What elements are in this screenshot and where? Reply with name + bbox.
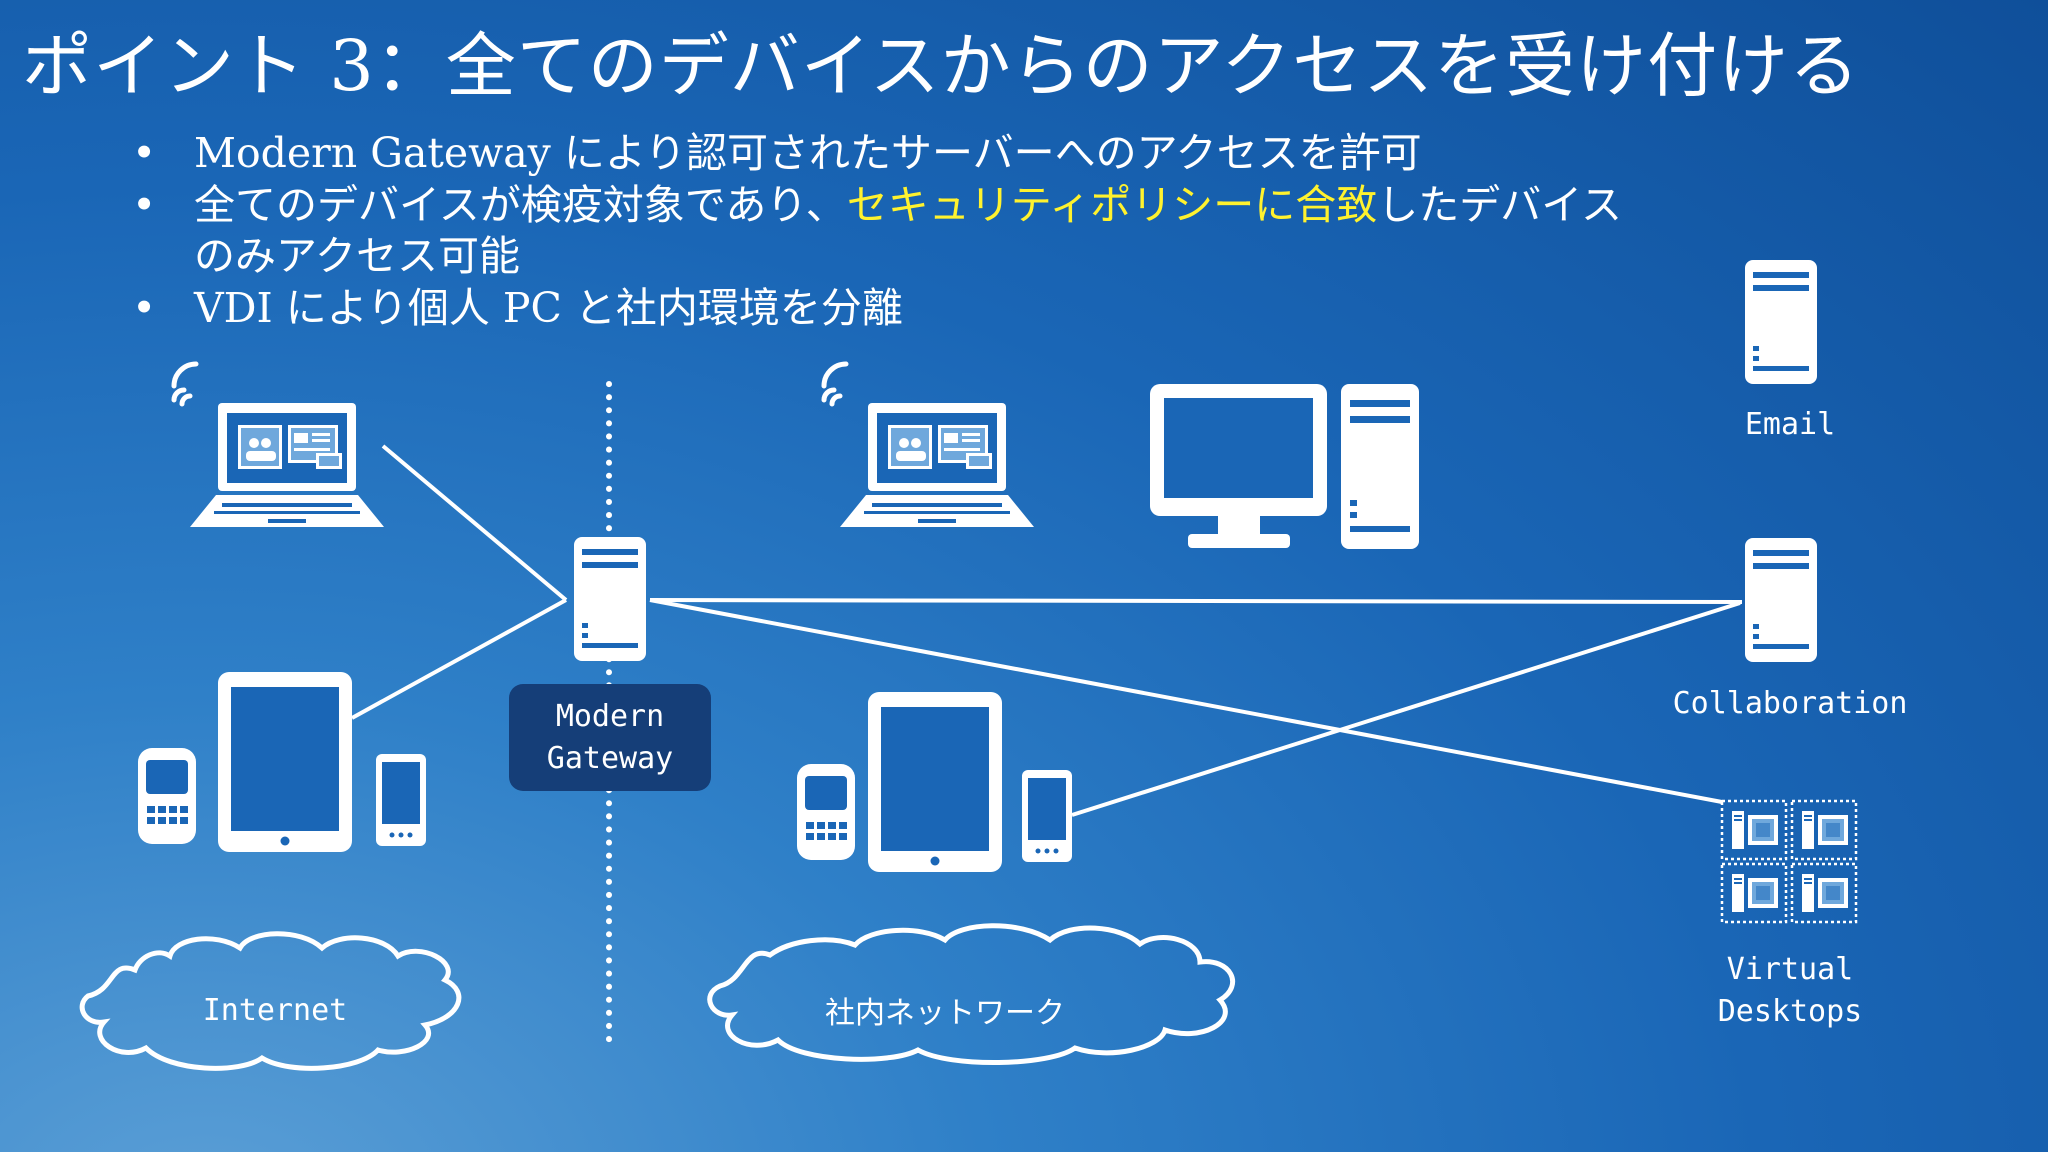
bullet-text: VDI により個人 PC と社内環境を分離 <box>194 284 903 332</box>
gateway-label-line2: Gateway <box>546 740 674 776</box>
page-title: ポイント 3：全てのデバイスからのアクセスを受け付ける <box>22 25 1861 107</box>
bullet-item: VDI により個人 PC と社内環境を分離 <box>130 283 1650 334</box>
internet-label: Internet <box>202 993 348 1028</box>
laptop-icon <box>840 403 1034 527</box>
intranet-label: 社内ネットワーク <box>825 996 1065 1031</box>
email-server-icon <box>1745 260 1817 384</box>
collaboration-server-icon <box>1745 538 1817 662</box>
virtual-desktops-icon <box>1720 799 1858 924</box>
virtual-desktops-label-line2: Desktops <box>1717 994 1863 1029</box>
bullet-list: Modern Gateway により認可されたサーバーへのアクセスを許可 全ての… <box>130 128 1650 335</box>
feature-phone-icon <box>138 748 196 844</box>
connection-lines <box>351 444 1743 817</box>
bullet-item: Modern Gateway により認可されたサーバーへのアクセスを許可 <box>130 128 1650 179</box>
highlight-text: セキュリティポリシーに合致 <box>846 181 1378 229</box>
intranet-cloud-icon <box>707 923 1235 1066</box>
email-label: Email <box>1744 407 1836 442</box>
internet-cloud-icon <box>79 931 462 1071</box>
feature-phone-icon <box>797 764 855 860</box>
laptop-icon <box>190 403 384 527</box>
smartphone-icon <box>1022 770 1072 862</box>
wifi-icon <box>174 364 196 404</box>
bullet-text: したデバイスのみアクセス可能 <box>194 181 1623 280</box>
bullet-item: 全てのデバイスが検疫対象であり、セキュリティポリシーに合致したデバイスのみアクセ… <box>130 180 1650 282</box>
desktop-tower-icon <box>1341 384 1419 549</box>
bullet-text: Modern Gateway により認可されたサーバーへのアクセスを許可 <box>194 129 1422 177</box>
bullet-text: 全てのデバイスが検疫対象であり、 <box>194 181 847 229</box>
modern-gateway-box: Modern Gateway <box>509 684 711 791</box>
gateway-server-icon <box>574 537 646 661</box>
gateway-label-line1: Modern <box>555 698 665 734</box>
virtual-desktops-label-line1: Virtual <box>1726 952 1854 987</box>
tablet-icon <box>868 692 1002 872</box>
smartphone-icon <box>376 754 426 846</box>
wifi-icon <box>824 364 846 404</box>
collaboration-label: Collaboration <box>1672 686 1908 721</box>
desktop-monitor-icon <box>1150 384 1327 548</box>
tablet-icon <box>218 672 352 852</box>
